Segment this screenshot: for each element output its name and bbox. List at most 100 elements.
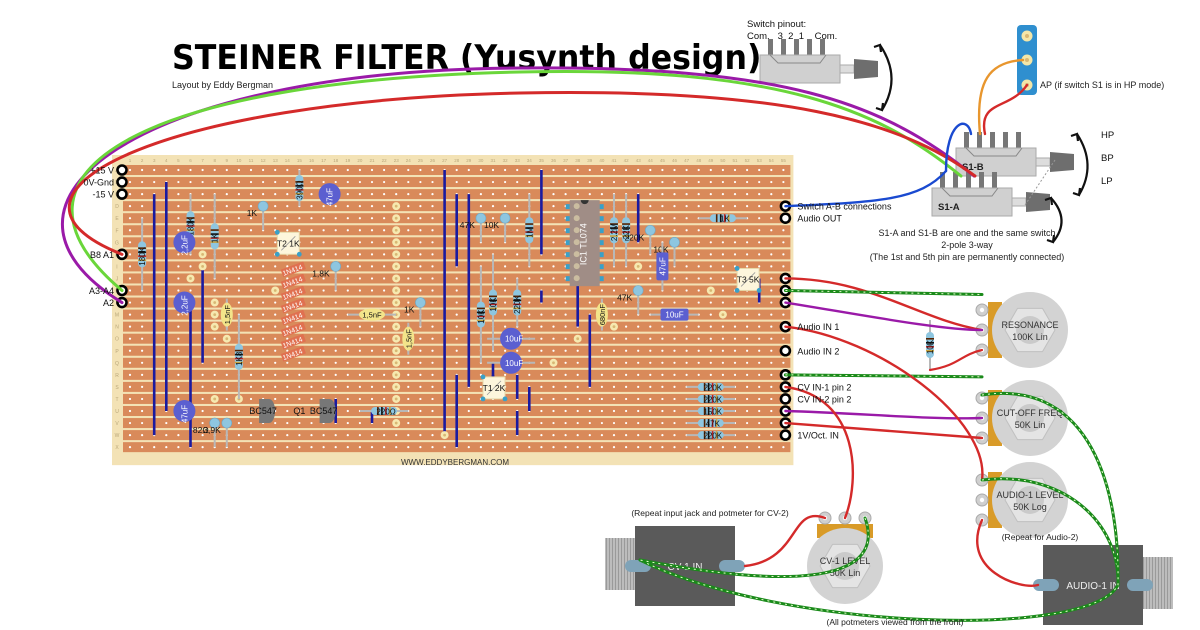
hole <box>274 265 277 268</box>
hole <box>697 229 700 232</box>
hole <box>649 409 652 413</box>
hole <box>576 409 579 413</box>
hole <box>370 361 374 364</box>
hole <box>600 446 604 449</box>
hole <box>528 349 531 352</box>
wire-audio-in1-red <box>784 325 984 482</box>
hole <box>649 337 652 340</box>
track-cut-center <box>213 301 217 304</box>
switch-lever <box>1026 192 1050 212</box>
hole <box>504 409 507 413</box>
capacitor-value: 1,5nF <box>362 311 382 320</box>
hole <box>141 337 144 340</box>
resistor-value: 390Ω <box>295 180 304 199</box>
hole <box>516 229 519 232</box>
hole <box>612 373 616 376</box>
ic-pin <box>565 204 570 210</box>
hole <box>274 361 277 364</box>
hole <box>431 265 434 268</box>
hole <box>407 313 410 316</box>
hole <box>249 325 253 328</box>
hole <box>262 313 265 316</box>
hole <box>128 325 132 328</box>
hole <box>673 229 676 232</box>
hole <box>358 265 361 268</box>
hole <box>746 265 749 268</box>
switch-note-line: 2-pole 3-way <box>941 240 993 250</box>
color-band <box>703 382 706 391</box>
hole <box>419 385 422 388</box>
switch-label: S1-B <box>962 162 984 173</box>
hole <box>383 325 386 328</box>
hole <box>383 434 386 437</box>
hole <box>443 446 446 449</box>
hole <box>661 337 664 340</box>
hole <box>564 168 567 172</box>
hole <box>709 337 712 340</box>
transistor-body <box>259 399 276 423</box>
color-band <box>210 229 219 231</box>
resistor-value: 22K <box>622 224 631 239</box>
hole <box>758 168 761 172</box>
pot-name: CUT-OFF FREQ <box>997 408 1064 418</box>
switch-s1b: S1-B <box>955 132 1074 177</box>
ic-pad <box>573 203 580 210</box>
hole <box>479 253 482 256</box>
hole <box>358 361 361 364</box>
hole <box>201 217 204 220</box>
arrow-head <box>873 43 883 53</box>
hole <box>286 361 289 364</box>
switch-shaft <box>1011 197 1027 207</box>
hole <box>237 229 240 232</box>
column-number: 44 <box>648 158 654 163</box>
hole <box>213 289 216 292</box>
hole <box>649 446 652 449</box>
hole <box>600 361 604 364</box>
hole <box>661 361 664 364</box>
hole <box>552 193 555 196</box>
upright-resistor: 3,9K <box>203 417 233 448</box>
hole <box>322 253 325 256</box>
hole <box>600 349 604 352</box>
hole <box>249 397 253 401</box>
row-letter: Q <box>115 361 119 367</box>
color-band <box>234 361 243 364</box>
hole <box>128 253 132 256</box>
hole <box>733 361 737 364</box>
hole <box>673 289 676 292</box>
hole <box>286 446 289 449</box>
track-cut-center <box>612 325 616 329</box>
hole <box>407 421 410 425</box>
hole <box>128 301 132 304</box>
hole <box>407 373 410 376</box>
color-band <box>513 295 522 298</box>
hole <box>395 446 398 449</box>
resistor: 220Ω <box>359 407 409 417</box>
hole <box>504 253 507 256</box>
hole <box>721 337 725 340</box>
pot-value: 100K Lin <box>1012 332 1048 342</box>
color-band <box>476 307 485 310</box>
hole <box>237 277 240 280</box>
hole <box>346 180 349 184</box>
hole <box>770 241 773 244</box>
hole <box>419 217 422 220</box>
hole <box>128 193 132 196</box>
hole <box>310 265 313 268</box>
hole <box>213 409 216 413</box>
hole <box>177 253 180 256</box>
resistor-value: 1M <box>525 226 534 237</box>
column-number: 16 <box>309 158 315 163</box>
color-band <box>926 338 934 340</box>
column-number: 24 <box>406 158 412 163</box>
hole <box>625 277 628 280</box>
hole <box>625 409 628 413</box>
resistor-top <box>415 297 426 308</box>
hole <box>249 241 253 244</box>
column-number: 52 <box>745 158 751 163</box>
pot-lug-hole <box>979 395 985 401</box>
hole <box>600 409 604 413</box>
color-band <box>703 419 706 428</box>
hole <box>576 421 579 425</box>
hole <box>274 446 277 449</box>
